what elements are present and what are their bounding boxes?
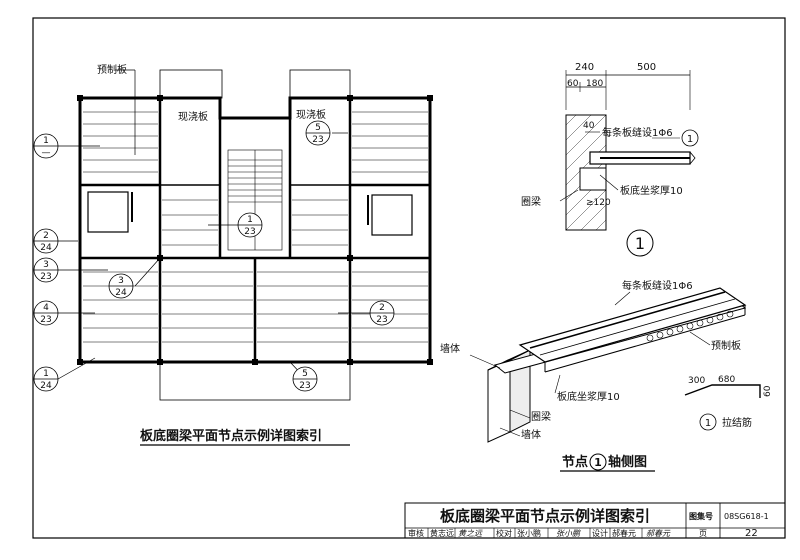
rebar-note: 每条板缝设1Φ6 <box>602 126 673 139</box>
callout-text: 3 <box>43 260 49 270</box>
tie-callout-text: 1 <box>705 418 711 429</box>
callout-text: 24 <box>40 381 52 391</box>
cast-slab-left-label: 现浇板 <box>178 110 208 123</box>
callout-text: 1 <box>43 369 49 379</box>
callout-text: 24 <box>40 243 52 253</box>
bath-left <box>87 191 129 233</box>
balcony-top-left <box>159 69 223 99</box>
section-callout-text: 1 <box>687 134 693 145</box>
tie-callout-circle <box>699 413 717 431</box>
section-detail <box>559 70 696 231</box>
section-mark-text: 1 <box>635 234 645 253</box>
iso-wall-bottom: 墙体 <box>521 428 541 441</box>
section-mark-circle <box>626 229 654 257</box>
dim-500: 500 <box>637 62 656 73</box>
plan-callout-text: 1 — 5 23 1 23 2 24 3 23 3 24 4 23 2 23 1… <box>40 123 387 391</box>
callout-text: 23 <box>312 135 323 145</box>
iso-caption-pre: 节点 <box>562 454 588 470</box>
sheet-border <box>32 17 786 539</box>
iso-caption-circle <box>589 453 607 471</box>
balcony-bottom <box>159 361 351 401</box>
reviewer-signature: 黄之远 <box>458 529 483 538</box>
callout-text: 5 <box>302 369 308 379</box>
outer-wall <box>78 96 432 364</box>
iso-caption-post: 轴侧图 <box>608 454 647 470</box>
page-number: 22 <box>745 528 758 539</box>
callout-text: 3 <box>118 276 124 286</box>
dim-120: ≥120 <box>586 198 611 208</box>
page-label: 页 <box>699 529 707 538</box>
dim-240: 240 <box>575 62 594 73</box>
leader-lines <box>57 69 370 380</box>
title-block-title: 板底圈梁平面节点示例详图索引 <box>440 507 650 525</box>
callout-text: 5 <box>315 123 321 133</box>
plan-callouts <box>33 120 395 392</box>
check-label: 校对 <box>496 528 512 538</box>
plan-labels: 预制板 现浇板 现浇板 <box>97 63 326 123</box>
review-label: 审核 <box>408 528 424 538</box>
balcony-top-right <box>289 69 351 99</box>
iso-caption: 节点 1 轴侧图 <box>562 454 647 470</box>
callout-text: 23 <box>244 227 255 237</box>
designer-name: 郝春元 <box>612 528 636 538</box>
iso-ring-beam: 圈梁 <box>531 410 551 423</box>
floor-plan <box>57 69 433 401</box>
callout-text: 23 <box>376 315 387 325</box>
design-label: 设计 <box>592 528 608 538</box>
tie-dim-680: 680 <box>718 375 735 385</box>
title-block-text: 图集号 08SG618-1 审核 黄志远 黄之远 校对 张小鹏 张小鹏 设计 郝… <box>408 511 769 539</box>
iso-detail <box>469 287 761 443</box>
callout-text: 24 <box>115 288 127 298</box>
iso-rebar-note: 每条板缝设1Φ6 <box>622 279 693 292</box>
dim-40: 40 <box>583 121 595 131</box>
slab-lines <box>83 111 428 343</box>
plan-caption: 板底圈梁平面节点示例详图索引 <box>140 428 322 444</box>
checker-name: 张小鹏 <box>517 528 541 538</box>
iso-text: 每条板缝设1Φ6 墙体 预制板 板底坐浆厚10 圈梁 墙体 300 680 60… <box>440 279 773 441</box>
callout-text: 4 <box>43 303 49 313</box>
callout-text: 2 <box>43 231 49 241</box>
prefab-slab-label: 预制板 <box>97 63 127 76</box>
reviewer-name: 黄志远 <box>430 528 454 538</box>
callout-text: — <box>42 148 51 158</box>
bath-right <box>371 194 413 236</box>
callout-text: 1 <box>247 215 253 225</box>
checker-signature: 张小鹏 <box>556 529 581 538</box>
tie-dim-60: 60 <box>763 385 773 397</box>
callout-text: 1 <box>43 136 49 146</box>
designer-signature: 郝春元 <box>646 529 671 538</box>
cast-slab-right-label: 现浇板 <box>296 108 326 121</box>
atlas-number: 08SG618-1 <box>724 512 769 521</box>
callout-text: 23 <box>299 381 310 391</box>
callout-text: 23 <box>40 315 51 325</box>
atlas-label: 图集号 <box>689 511 713 521</box>
tie-dim-300: 300 <box>688 376 705 386</box>
iso-wall-top: 墙体 <box>440 342 460 355</box>
callout-text: 2 <box>379 303 385 313</box>
ring-beam-note: 圈梁 <box>521 195 541 208</box>
dim-180: 180 <box>586 79 603 89</box>
iso-prefab-note: 预制板 <box>711 339 741 352</box>
iso-caption-num: 1 <box>594 456 602 469</box>
iso-mortar-note: 板底坐浆厚10 <box>557 390 620 403</box>
mortar-note: 板底坐浆厚10 <box>620 184 683 197</box>
dim-60: 60 <box>567 79 579 89</box>
callout-text: 23 <box>40 272 51 282</box>
section-text: 240 500 60 180 40 ≥120 每条板缝设1Φ6 板底坐浆厚10 … <box>521 62 683 208</box>
section-callout-circle <box>681 129 699 147</box>
title-block <box>404 502 786 539</box>
tie-label: 拉结筋 <box>722 416 752 429</box>
